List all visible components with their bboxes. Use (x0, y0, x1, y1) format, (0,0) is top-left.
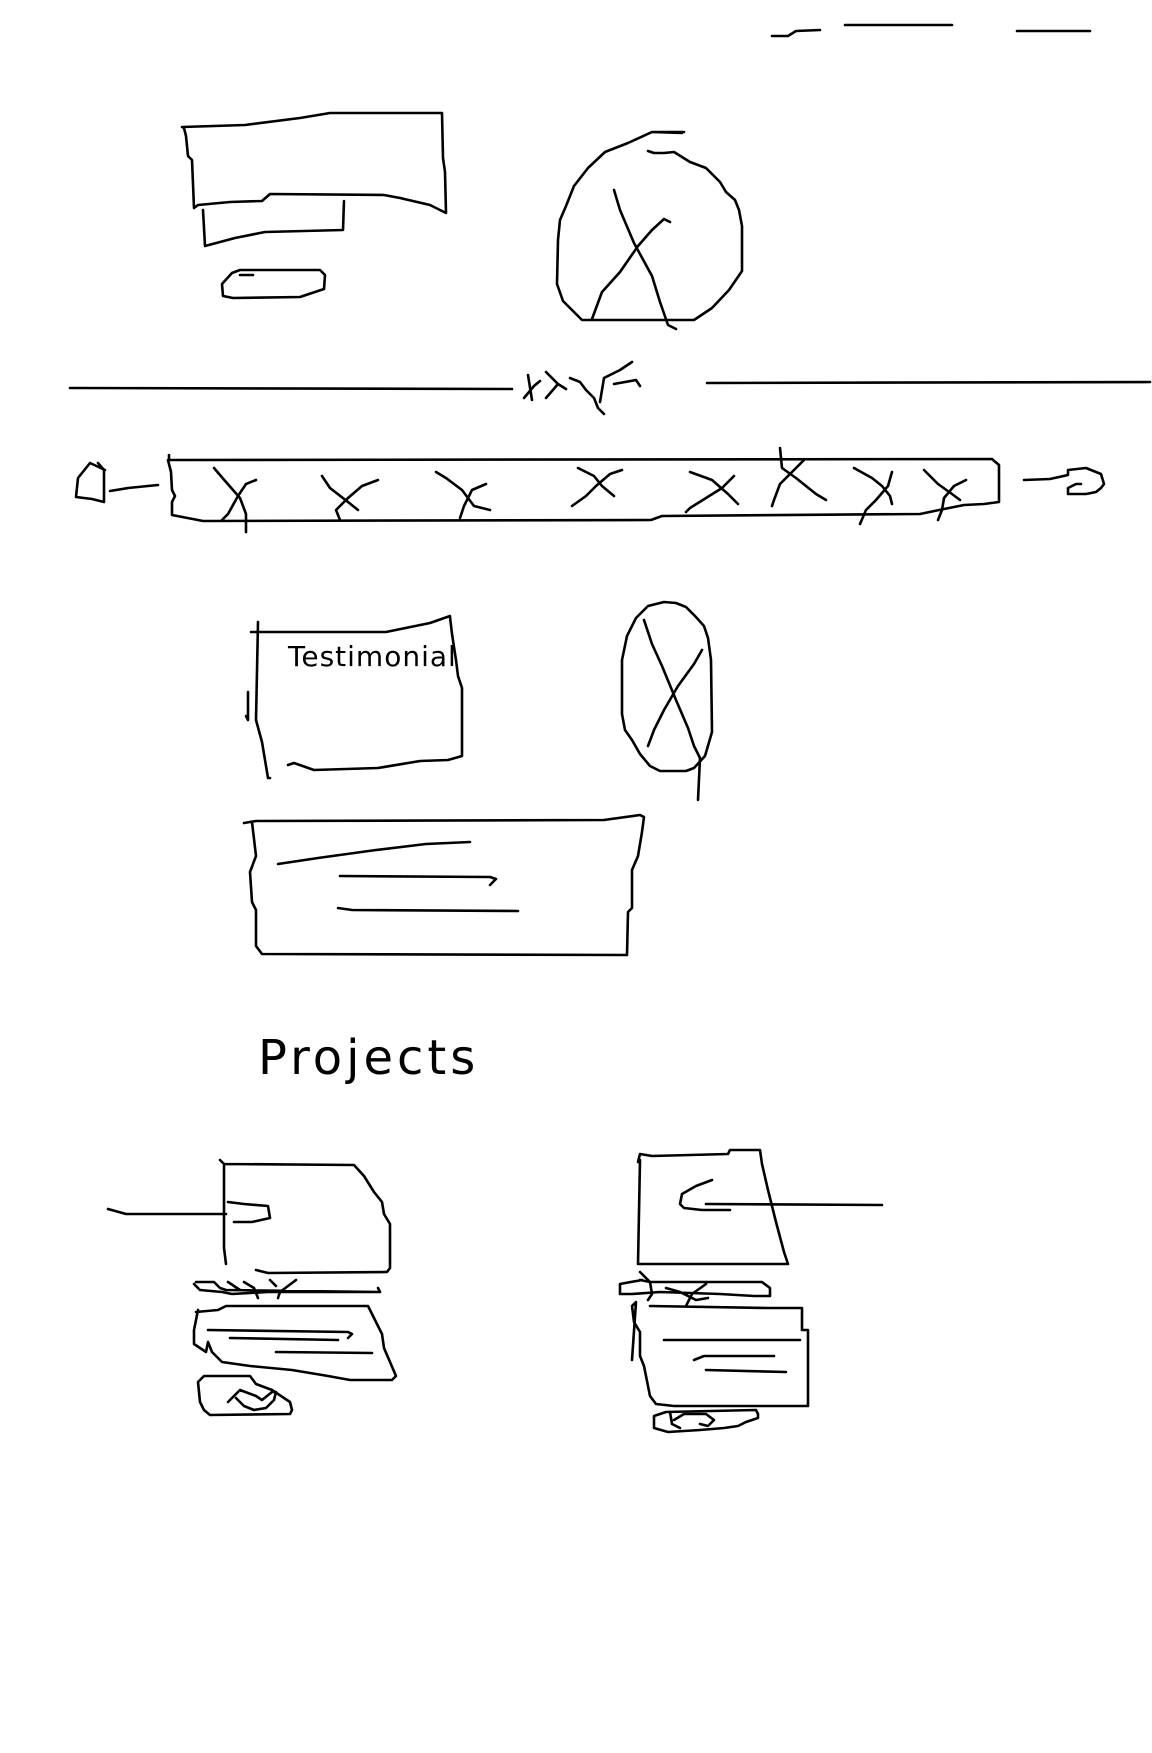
project-card-desc-line-2 (228, 1336, 340, 1342)
carousel-item-3[interactable] (434, 470, 492, 520)
arrow-right-icon (1022, 466, 1106, 496)
carousel-next-button[interactable] (1022, 466, 1106, 496)
x-cross-icon (590, 188, 678, 331)
carousel-items (212, 446, 968, 534)
project-card-button-label (668, 1410, 716, 1430)
carousel-item-4[interactable] (570, 466, 624, 508)
project-card-desc-line-3 (274, 1350, 374, 1355)
carousel-item-2[interactable] (320, 474, 380, 522)
testimonial-label: Testimonial (287, 640, 457, 673)
carousel-item-5[interactable] (684, 470, 740, 514)
testimonial-quote-line-1 (276, 840, 472, 866)
testimonial-quote-box (242, 813, 646, 957)
section-divider (68, 360, 1152, 416)
project-card-callout-line (704, 1202, 884, 1207)
project-card-description (192, 1304, 398, 1382)
carousel-item-1[interactable] (212, 466, 258, 534)
testimonial-quote-line-3 (336, 906, 520, 913)
project-card-callout-badge (678, 1178, 732, 1212)
divider-ornament-icon (522, 360, 642, 416)
project-card-2[interactable] (618, 1148, 884, 1434)
carousel (74, 446, 1106, 534)
projects-heading: Projects (258, 1030, 479, 1086)
header-nav (770, 23, 1092, 38)
testimonial-avatar (620, 600, 714, 802)
carousel-item-7[interactable] (852, 466, 894, 526)
project-card-1[interactable] (106, 1158, 398, 1417)
arrow-left-icon (74, 461, 160, 504)
hero-title-block (180, 111, 448, 215)
carousel-item-8[interactable] (922, 468, 968, 522)
project-card-title-bar (192, 1278, 382, 1300)
divider-line-right (705, 380, 1152, 385)
hero-subtitle-block (201, 199, 346, 248)
project-card-callout-line (106, 1207, 228, 1216)
carousel-track (166, 453, 1001, 523)
project-card-callout-badge (226, 1200, 272, 1224)
project-card-image (218, 1158, 392, 1275)
divider-line-left (68, 386, 514, 391)
testimonial-quote-line-2 (338, 874, 498, 887)
testimonial-section: Testimonial (242, 600, 714, 957)
carousel-prev-button[interactable] (74, 461, 160, 504)
project-card-desc-line-3 (704, 1368, 788, 1374)
carousel-item-6[interactable] (770, 446, 828, 508)
hero-section (180, 111, 744, 331)
testimonial-card (244, 614, 464, 780)
project-card-button[interactable] (196, 1374, 294, 1417)
hero-image-placeholder (555, 130, 744, 331)
x-cross-icon (642, 618, 704, 802)
projects-grid (106, 1148, 884, 1434)
project-card-desc-line-2 (692, 1354, 776, 1362)
project-card-title-bar (618, 1270, 772, 1308)
project-card-button-label (226, 1388, 278, 1412)
nav-link-1[interactable] (770, 28, 822, 38)
project-card-image (636, 1148, 790, 1266)
hero-cta-button[interactable] (220, 268, 327, 300)
project-card-description (630, 1300, 810, 1408)
project-card-button[interactable] (652, 1408, 760, 1434)
project-card-desc-line-1 (206, 1328, 354, 1340)
